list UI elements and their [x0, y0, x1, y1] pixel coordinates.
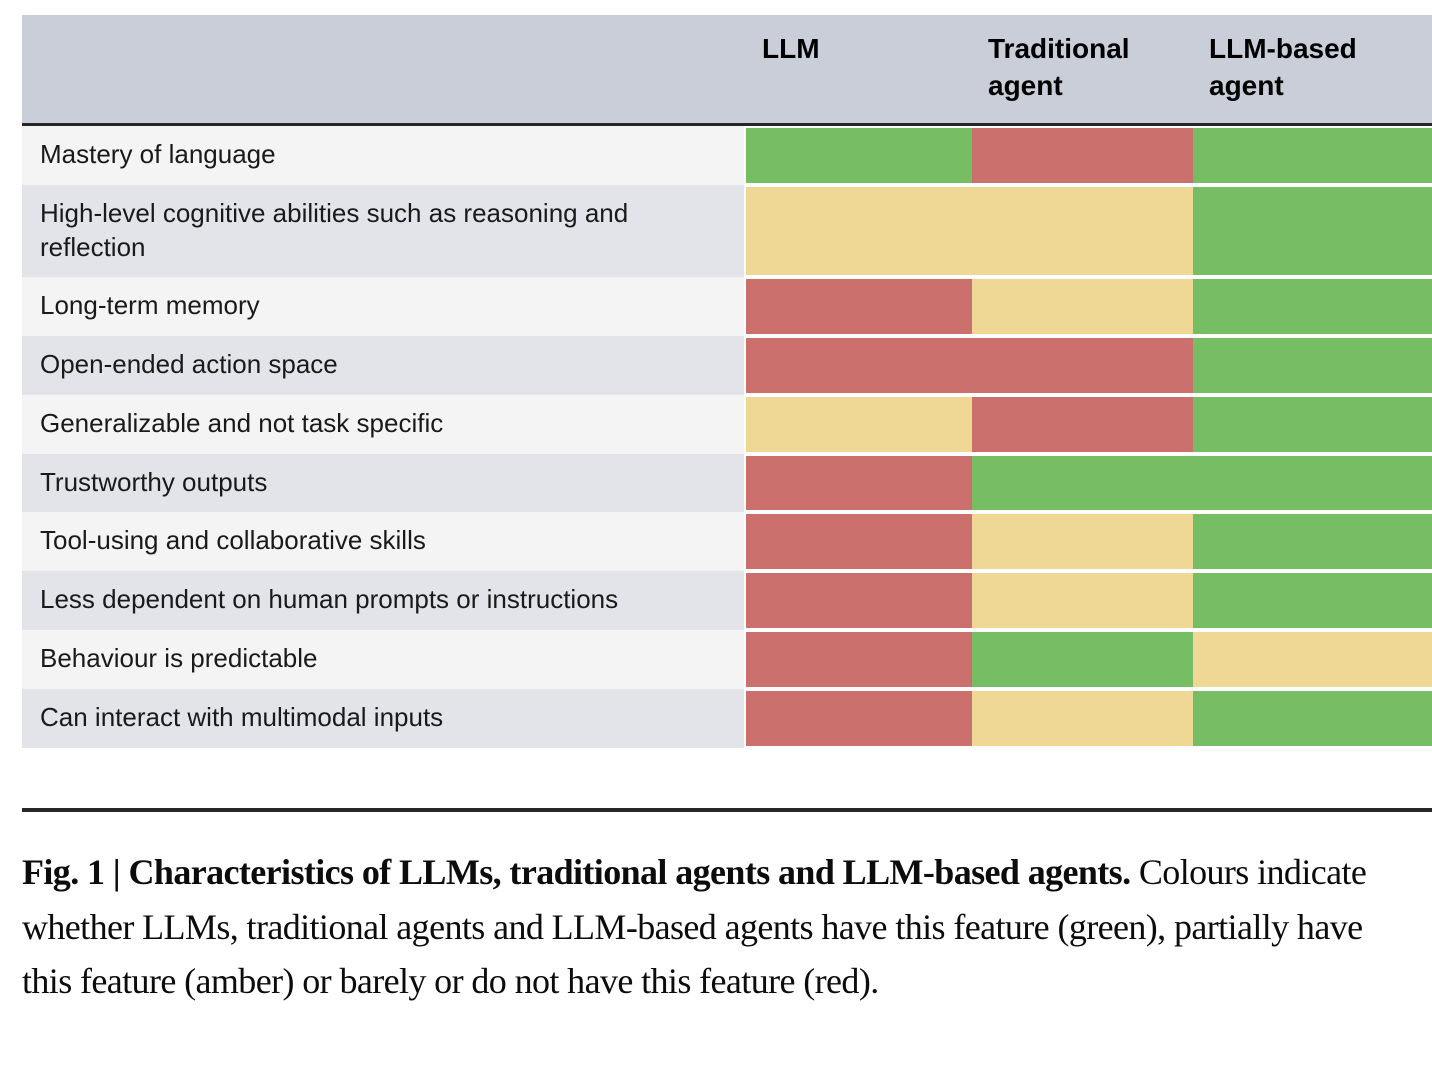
table-row: Trustworthy outputs: [22, 453, 1432, 513]
table-row: Less dependent on human prompts or instr…: [22, 571, 1432, 631]
status-swatch-green: [1193, 279, 1432, 335]
status-swatch-amber: [972, 279, 1193, 335]
status-swatch-red: [972, 338, 1193, 393]
status-swatch-amber: [972, 573, 1193, 629]
column-header-llm: LLM: [744, 15, 970, 125]
cell-llm: [744, 185, 972, 278]
row-label: Behaviour is predictable: [22, 630, 744, 689]
cell-llm: [744, 454, 972, 513]
status-swatch-amber: [972, 514, 1193, 570]
status-swatch-amber: [1193, 632, 1432, 687]
cell-llm-based-agent: [1191, 124, 1432, 184]
row-label: Open-ended action space: [22, 336, 744, 395]
status-swatch-green: [1193, 573, 1432, 629]
cell-llm-based-agent: [1191, 454, 1432, 513]
cell-llm-based-agent: [1191, 336, 1432, 395]
status-swatch-red: [746, 690, 972, 746]
status-swatch-green: [1193, 396, 1432, 452]
status-swatch-green: [1193, 338, 1432, 393]
column-header-llm-based-agent: LLM-based agent: [1191, 15, 1432, 125]
cell-llm: [744, 277, 972, 336]
cell-traditional-agent: [970, 454, 1193, 513]
table-row: Open-ended action space: [22, 336, 1432, 395]
status-swatch-green: [1193, 690, 1432, 746]
cell-traditional-agent: [970, 336, 1193, 395]
cell-llm-based-agent: [1191, 277, 1432, 336]
cell-llm-based-agent: [1191, 571, 1432, 630]
cell-traditional-agent: [970, 512, 1193, 571]
table-row: Mastery of language: [22, 124, 1432, 185]
cell-llm-based-agent: [1191, 689, 1432, 748]
cell-traditional-agent: [970, 395, 1193, 454]
status-swatch-green: [1193, 514, 1432, 570]
row-label: Generalizable and not task specific: [22, 394, 744, 454]
table-row: Generalizable and not task specific: [22, 394, 1432, 454]
cell-llm: [744, 630, 972, 689]
status-swatch-green: [972, 455, 1193, 511]
cell-llm: [744, 395, 972, 454]
status-swatch-amber: [972, 690, 1193, 746]
row-label: Tool-using and collaborative skills: [22, 512, 744, 572]
status-swatch-amber: [972, 186, 1193, 276]
cell-llm-based-agent: [1191, 630, 1432, 689]
caption-lead: Fig. 1 | Characteristics of LLMs, tradit…: [22, 852, 1131, 892]
status-swatch-red: [746, 514, 972, 570]
cell-llm: [744, 512, 972, 571]
cell-traditional-agent: [970, 277, 1193, 336]
cell-llm: [744, 124, 972, 184]
table-row: Tool-using and collaborative skills: [22, 512, 1432, 572]
cell-traditional-agent: [970, 630, 1193, 689]
column-header-traditional-agent: Traditional agent: [970, 15, 1191, 125]
cell-llm-based-agent: [1191, 395, 1432, 454]
figure-caption: Fig. 1 | Characteristics of LLMs, tradit…: [22, 845, 1392, 1009]
characteristics-table: LLM Traditional agent LLM-based agent Ma…: [22, 15, 1432, 748]
row-label: Less dependent on human prompts or instr…: [22, 571, 744, 631]
status-swatch-green: [746, 127, 972, 183]
cell-traditional-agent: [970, 185, 1193, 278]
characteristics-table-wrap: LLM Traditional agent LLM-based agent Ma…: [22, 15, 1432, 748]
status-swatch-green: [1193, 127, 1432, 183]
cell-traditional-agent: [970, 124, 1193, 184]
table-row: Long-term memory: [22, 277, 1432, 337]
status-swatch-green: [1193, 186, 1432, 276]
row-label: Trustworthy outputs: [22, 453, 744, 513]
row-label: Long-term memory: [22, 277, 744, 337]
status-swatch-amber: [746, 396, 972, 452]
status-swatch-red: [746, 455, 972, 511]
status-swatch-green: [1193, 455, 1432, 511]
status-swatch-amber: [746, 186, 972, 276]
cell-llm-based-agent: [1191, 512, 1432, 571]
table-bottom-rule: [22, 808, 1432, 812]
status-swatch-red: [972, 127, 1193, 183]
table-row: Can interact with multimodal inputs: [22, 688, 1432, 748]
cell-llm: [744, 689, 972, 748]
table-header: LLM Traditional agent LLM-based agent: [22, 15, 1432, 125]
cell-llm-based-agent: [1191, 185, 1432, 278]
status-swatch-green: [972, 632, 1193, 687]
status-swatch-red: [746, 338, 972, 393]
row-label: Can interact with multimodal inputs: [22, 688, 744, 748]
table-row: High-level cognitive abilities such as r…: [22, 184, 1432, 278]
status-swatch-red: [746, 632, 972, 687]
cell-llm: [744, 336, 972, 395]
row-label: Mastery of language: [22, 124, 744, 185]
header-row: LLM Traditional agent LLM-based agent: [22, 15, 1432, 125]
status-swatch-red: [972, 396, 1193, 452]
table-row: Behaviour is predictable: [22, 630, 1432, 689]
status-swatch-red: [746, 279, 972, 335]
column-header-feature: [22, 15, 744, 125]
cell-traditional-agent: [970, 689, 1193, 748]
cell-traditional-agent: [970, 571, 1193, 630]
row-label: High-level cognitive abilities such as r…: [22, 184, 744, 278]
cell-llm: [744, 571, 972, 630]
caption-body: Colours indicate whether LLMs, tradition…: [22, 852, 1367, 1002]
status-swatch-red: [746, 573, 972, 629]
